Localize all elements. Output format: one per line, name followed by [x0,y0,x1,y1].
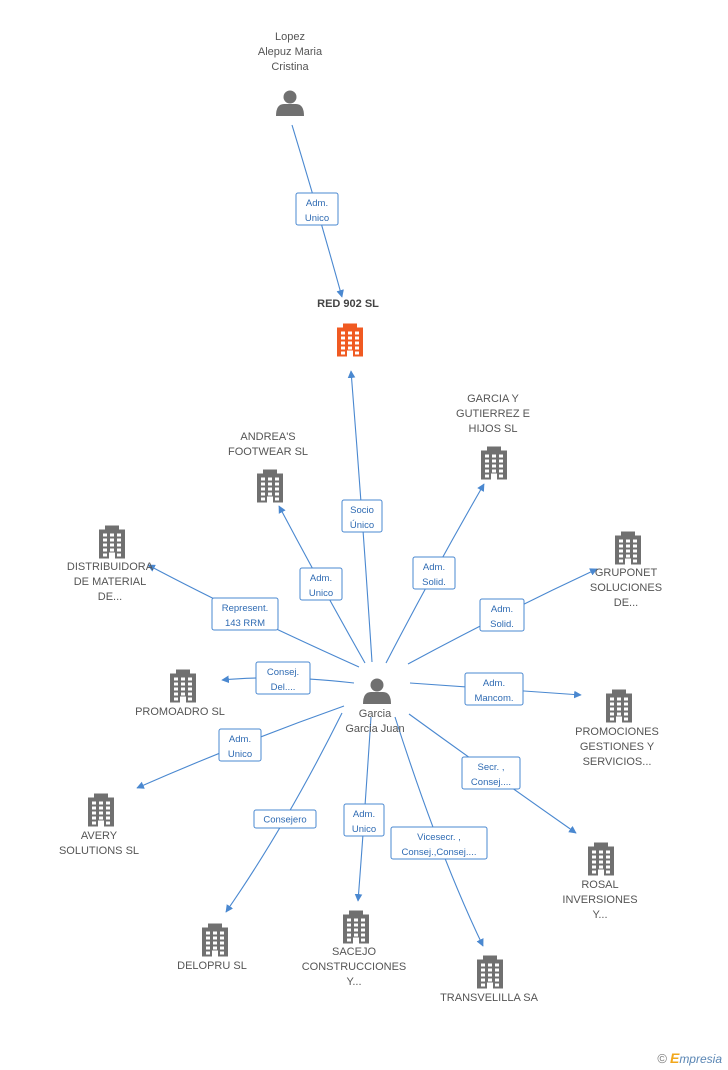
role-box [464,672,524,706]
role-text: Adm.Solid. [490,604,514,630]
company-node[interactable]: PROMOADRO SL [135,669,225,719]
role-box [218,728,262,762]
building-icon [615,531,641,565]
role-box [343,803,385,837]
building-icon [257,469,283,503]
building-icon [202,923,228,957]
role-label[interactable]: Adm.Solid. [412,556,456,590]
role-label[interactable]: Adm.Unico [343,803,385,837]
role-label[interactable]: Vicesecr. ,Consej.,Consej.... [390,826,488,860]
copyright-icon: © [657,1051,667,1066]
footer-brand[interactable]: ©Empresia [657,1050,722,1066]
role-text: Adm.Unico [309,573,333,599]
role-label[interactable]: Represent.143 RRM [211,597,279,631]
node-label: TRANSVELILLA SA [440,992,538,1004]
role-label[interactable]: Secr. ,Consej.... [461,756,521,790]
role-box [295,192,339,226]
role-text: Consejero [263,815,306,826]
role-text: Represent.143 RRM [222,603,268,629]
building-icon [99,525,125,559]
role-label[interactable]: Adm.Unico [299,567,343,601]
role-text: Adm.Mancom. [474,678,513,704]
role-box [461,756,521,790]
building-icon [337,323,363,357]
role-box [412,556,456,590]
building-icon [88,793,114,827]
person-icon [276,90,304,116]
role-text: Adm.Solid. [422,562,446,588]
company-node[interactable]: TRANSVELILLA SA [440,955,539,1005]
role-text: Adm.Unico [352,809,376,835]
role-text: Secr. ,Consej.... [471,762,511,788]
role-box [299,567,343,601]
person-icon [363,678,391,704]
node-label: RED 902 SL [317,298,379,310]
role-text: Vicesecr. ,Consej.,Consej.... [402,832,477,858]
role-box [341,499,383,533]
role-label[interactable]: Adm.Mancom. [464,672,524,706]
role-label[interactable]: Adm.Unico [295,192,339,226]
building-icon [606,689,632,723]
role-box [255,661,311,695]
company-node[interactable]: DELOPRU SL [177,923,247,973]
building-icon [170,669,196,703]
building-icon [481,446,507,480]
brand-logo-text: mpresia [679,1052,722,1066]
role-box [211,597,279,631]
role-box [479,598,525,632]
role-box [390,826,488,860]
building-icon [588,842,614,876]
role-text: Adm.Unico [228,734,252,760]
node-label: PROMOADRO SL [135,706,225,718]
building-icon [477,955,503,989]
company-node[interactable]: RED 902 SL [317,298,379,357]
node-label: DELOPRU SL [177,960,247,972]
role-text: Consej.Del.... [267,667,299,693]
brand-logo-initial: E [669,1050,680,1066]
role-label[interactable]: Consej.Del.... [255,661,311,695]
role-box [253,809,317,829]
role-label[interactable]: Adm.Unico [218,728,262,762]
role-label[interactable]: Consejero [253,809,317,829]
building-icon [343,910,369,944]
role-text: Adm.Unico [305,198,329,224]
role-label[interactable]: Adm.Solid. [479,598,525,632]
